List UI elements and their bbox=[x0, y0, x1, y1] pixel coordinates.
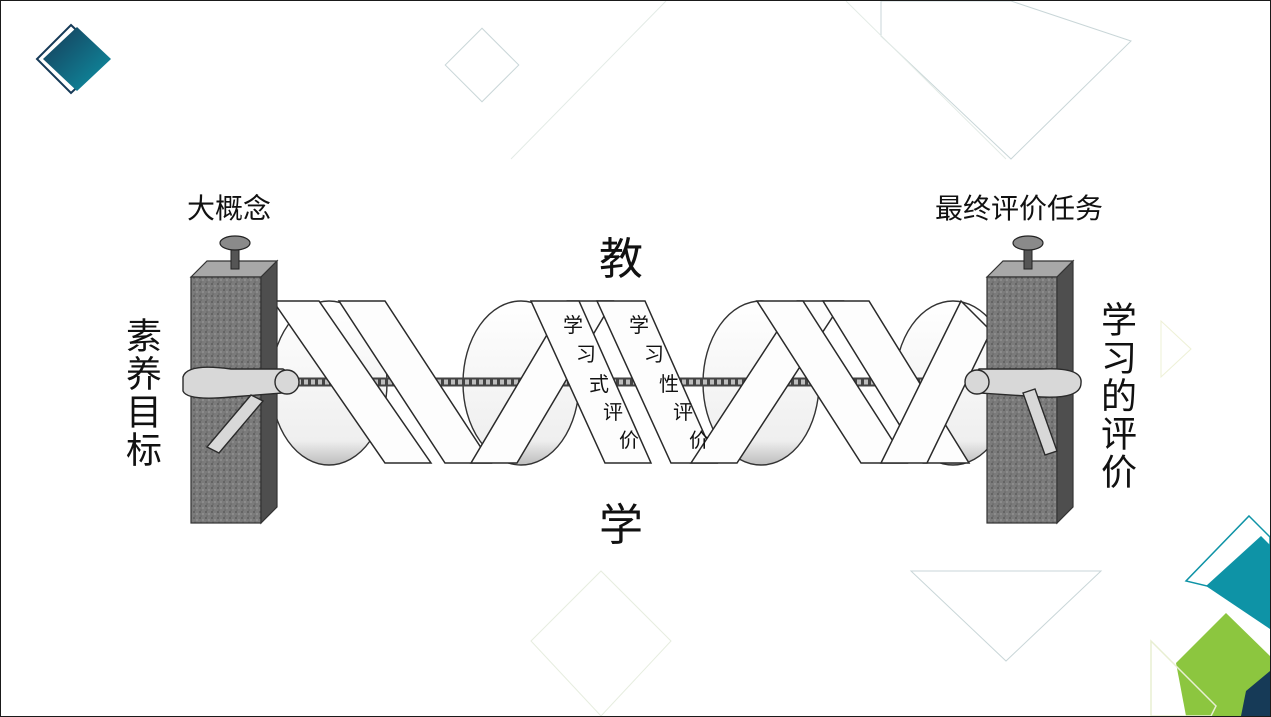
label-teaching: 教 bbox=[599, 234, 643, 285]
nail-icon bbox=[1012, 235, 1044, 270]
post-right bbox=[985, 235, 1075, 525]
label-assessment-of-learning: 学习的评价 bbox=[1095, 301, 1136, 491]
label-learning: 学 bbox=[599, 500, 643, 551]
outline-diamond-bottom bbox=[530, 570, 672, 716]
ribbon-label-formative-learning: 学 习 式 评 价 bbox=[563, 313, 639, 452]
ribbon-char: 习 bbox=[644, 342, 664, 366]
outline-chevron bbox=[1160, 319, 1192, 379]
ribbon-char: 学 bbox=[629, 313, 649, 337]
ribbon-char: 学 bbox=[563, 313, 583, 337]
ribbon-char: 式 bbox=[589, 372, 609, 396]
outline-diamond-large bbox=[880, 1, 1132, 160]
ribbon-front bbox=[271, 299, 992, 464]
knot-right bbox=[964, 368, 1082, 456]
ribbon-char: 价 bbox=[689, 428, 709, 452]
ribbon-char: 习 bbox=[576, 342, 596, 366]
outline-diamond bbox=[444, 27, 520, 103]
ribbon-char: 价 bbox=[619, 428, 639, 452]
label-literacy-goals: 素养目标 bbox=[120, 317, 161, 469]
corner-diamond-cluster-icon bbox=[1150, 514, 1270, 716]
ribbon-char: 性 bbox=[659, 372, 679, 396]
label-big-idea: 大概念 bbox=[187, 192, 272, 225]
ribbon-char: 评 bbox=[673, 400, 693, 424]
ribbon-char: 评 bbox=[603, 400, 623, 424]
diamond-icon bbox=[35, 23, 111, 95]
outline-triangle bbox=[909, 570, 1103, 662]
ribbon-label-formative-assessment: 学 习 性 评 价 bbox=[629, 313, 709, 452]
knot-left bbox=[182, 366, 300, 454]
label-final-assessment-task: 最终评价任务 bbox=[935, 192, 1104, 225]
nail-icon bbox=[219, 235, 251, 270]
ribbon-strand-left bbox=[529, 300, 653, 464]
